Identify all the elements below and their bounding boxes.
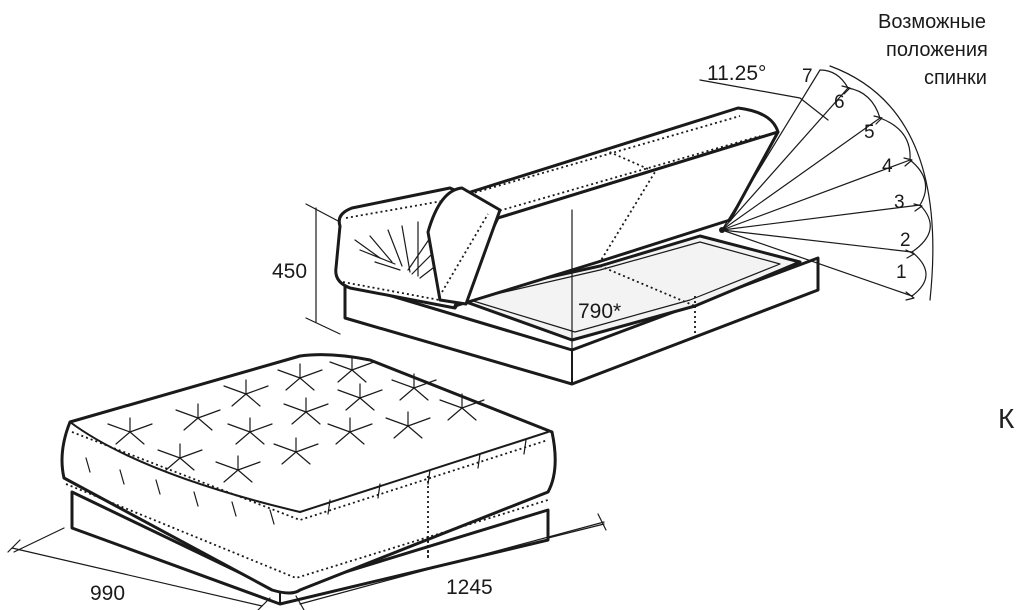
position-6: 6 — [834, 92, 845, 113]
height-dimension-label: 450 — [272, 260, 307, 283]
position-7: 7 — [802, 66, 813, 87]
position-numbers: 1 2 3 4 5 6 7 — [802, 66, 911, 283]
angle-label: 11.25° — [707, 62, 766, 85]
ottoman — [60, 353, 557, 606]
position-3: 3 — [894, 192, 905, 213]
width-dimension-label: 990 — [90, 582, 125, 605]
sofa-with-backrest — [334, 106, 820, 386]
backrest-positions-fan: 11.25° — [699, 62, 934, 301]
caption-line-3: спинки — [924, 67, 987, 89]
length-dimension-label: 1245 — [446, 576, 493, 599]
depth-dimension: 790* — [571, 209, 621, 379]
width-dimension: 990 — [7, 527, 271, 610]
depth-dimension-label: 790* — [578, 300, 621, 323]
height-dimension: 450 — [272, 203, 341, 335]
edge-text: К — [998, 403, 1015, 434]
position-2: 2 — [900, 230, 911, 251]
caption-line-2: положения — [886, 39, 988, 61]
caption-line-1: Возможные — [878, 11, 986, 33]
length-dimension: 1245 — [295, 513, 607, 610]
position-4: 4 — [882, 156, 893, 177]
positions-caption: Возможные положения спинки — [878, 11, 988, 89]
position-5: 5 — [864, 122, 875, 143]
position-1: 1 — [896, 262, 907, 283]
